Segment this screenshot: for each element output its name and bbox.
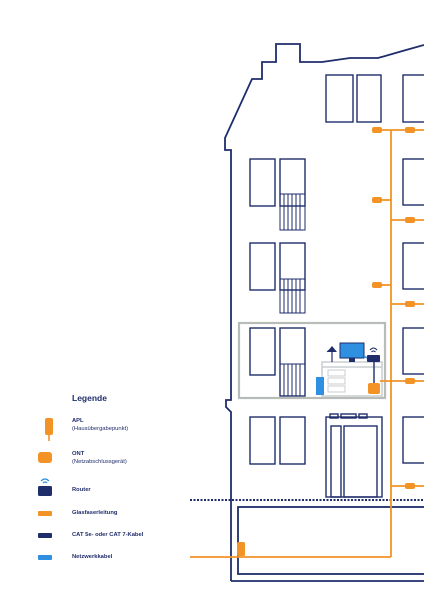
legend-sublabel-ont: (Netzabschlussgerät) [72,458,127,465]
highlighted-apartment [237,321,387,400]
fiber-network [190,129,424,558]
legend-item-network: Netzwerkkabel [36,554,226,578]
fiber-junction-boxes [372,127,415,489]
legend-item-cat: CAT 5e- oder CAT 7-Kabel [36,532,226,556]
legend-label-cat: CAT 5e- oder CAT 7-Kabel [72,532,144,538]
legend-label-fiber: Glasfaserleitung [72,510,118,516]
ont-icon [38,452,52,463]
legend-label-router: Router [72,487,91,493]
desk-setup [316,342,383,397]
apl-icon [45,418,53,441]
windows [249,74,424,498]
legend-item-apl: APL (Hausübergabepunkt) [36,418,226,442]
legend-item-fiber: Glasfaserleitung [36,510,226,534]
house-outline [224,43,424,582]
legend-item-router: Router [36,477,226,501]
router-device [367,355,380,362]
legend-label-network: Netzwerkkabel [72,554,113,560]
cat-cable-icon [38,533,52,538]
legend-title: Legende [72,393,107,403]
legend-label-ont: ONT [72,451,85,457]
legend-label-apl: APL [72,418,84,424]
pc-tower [316,377,324,395]
router-icon [38,478,52,496]
fiber-line-icon [38,511,52,516]
monitor-icon [339,342,365,359]
apl-device [237,542,245,556]
ont-device [368,383,380,394]
legend-sublabel-apl: (Hausübergabepunkt) [72,425,129,432]
legend-item-ont: ONT (Netzabschlussgerät) [36,451,226,475]
network-cable-icon [38,555,52,560]
balcony-railings [279,193,306,396]
